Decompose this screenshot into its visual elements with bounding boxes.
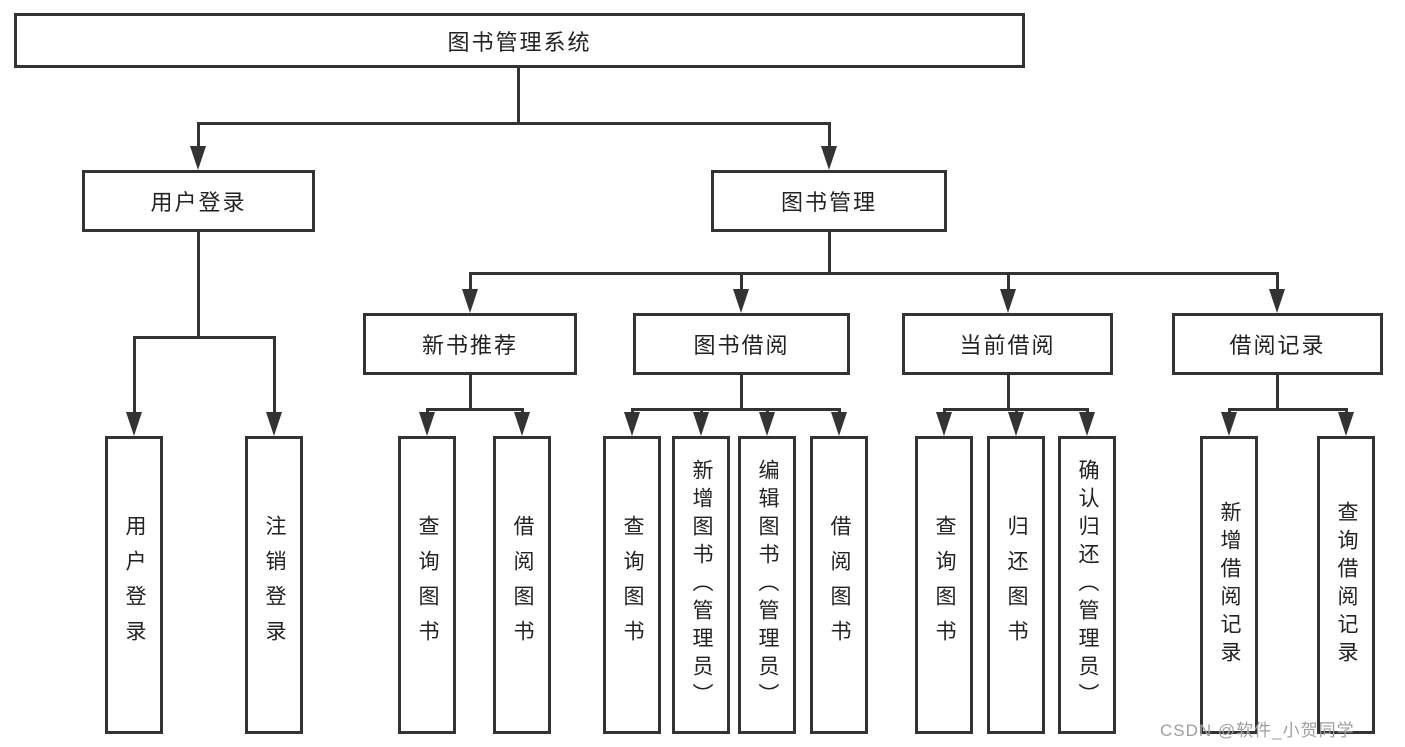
connector-hline	[469, 272, 1279, 275]
connector-vline	[197, 122, 200, 148]
node-book-management: 图书管理	[711, 170, 947, 232]
connector-vline	[469, 375, 472, 410]
connector-arrow	[514, 412, 530, 436]
leaf-user-login: 用户登录	[105, 436, 163, 734]
connector-arrow	[462, 289, 478, 313]
node-borrow-records: 借阅记录	[1172, 313, 1383, 375]
node-user-login: 用户登录	[82, 170, 315, 232]
watermark: CSDN @软件_小贺同学	[1160, 721, 1355, 740]
leaf-borrow-books: 借阅图书	[493, 436, 551, 734]
node-new-book-recommend: 新书推荐	[363, 313, 577, 375]
connector-vline	[1276, 272, 1279, 292]
connector-arrow	[1338, 412, 1354, 436]
connector-arrow	[821, 146, 837, 170]
connector-vline	[1276, 375, 1279, 410]
connector-hline	[1228, 408, 1348, 411]
connector-arrow	[1269, 289, 1285, 313]
leaf-query-borrow-record: 查询借阅记录	[1317, 436, 1375, 734]
connector-hline	[197, 122, 831, 125]
connector-arrow	[1221, 412, 1237, 436]
connector-arrow	[624, 412, 640, 436]
connector-arrow	[1079, 412, 1095, 436]
connector-arrow	[1008, 412, 1024, 436]
connector-vline	[740, 272, 743, 292]
leaf-logout: 注销登录	[245, 436, 303, 734]
connector-arrow	[126, 412, 142, 436]
connector-vline	[828, 232, 831, 274]
leaf-add-books-admin: 新增图书（管理员）	[672, 436, 730, 734]
leaf-add-borrow-record: 新增借阅记录	[1200, 436, 1258, 734]
connector-arrow	[831, 412, 847, 436]
connector-arrow	[1000, 289, 1016, 313]
connector-vline	[1007, 375, 1010, 410]
node-book-borrow: 图书借阅	[633, 313, 850, 375]
connector-hline	[631, 408, 841, 411]
leaf-borrow-books-2: 借阅图书	[810, 436, 868, 734]
connector-arrow	[419, 412, 435, 436]
leaf-return-books: 归还图书	[987, 436, 1045, 734]
leaf-query-books-3: 查询图书	[915, 436, 973, 734]
node-library-system: 图书管理系统	[14, 13, 1025, 68]
connector-arrow	[693, 412, 709, 436]
connector-arrow	[190, 146, 206, 170]
connector-vline	[740, 375, 743, 410]
connector-vline	[1007, 272, 1010, 292]
connector-hline	[133, 336, 275, 339]
connector-arrow	[759, 412, 775, 436]
leaf-query-books-2: 查询图书	[603, 436, 661, 734]
connector-arrow	[936, 412, 952, 436]
leaf-edit-books-admin: 编辑图书（管理员）	[738, 436, 796, 734]
connector-vline	[273, 336, 276, 414]
connector-hline	[426, 408, 524, 411]
connector-vline	[197, 232, 200, 336]
connector-vline	[133, 336, 136, 414]
leaf-confirm-return-admin: 确认归还（管理员）	[1058, 436, 1116, 734]
connector-arrow	[266, 412, 282, 436]
node-current-borrow: 当前借阅	[902, 313, 1113, 375]
leaf-query-books: 查询图书	[398, 436, 456, 734]
connector-vline	[828, 122, 831, 148]
connector-arrow	[733, 289, 749, 313]
connector-vline	[469, 272, 472, 292]
connector-vline	[517, 68, 520, 122]
